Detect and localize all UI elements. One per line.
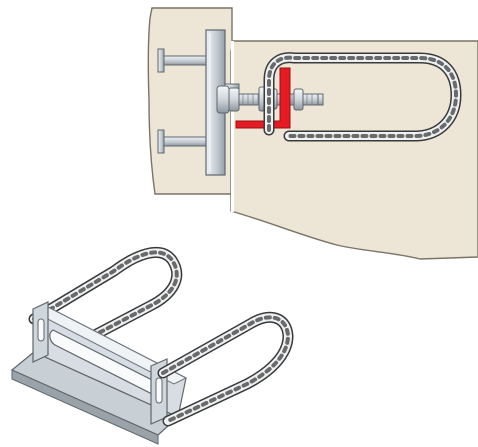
red-angle-bracket: [235, 67, 291, 129]
nut-1: [216, 85, 230, 114]
bottom-front-loop-strands: [161, 315, 290, 423]
top-rope-strands: [267, 55, 458, 138]
bottom-back-loop-strands: [32, 250, 179, 349]
right-end-plate-slot: [155, 377, 163, 404]
lower-anchor-shaft: [162, 136, 207, 147]
left-end-plate-slot: [37, 318, 45, 342]
wall-joint-gap: [231, 41, 234, 212]
nut-5: [293, 88, 304, 111]
bottom-rear-rope-loops: [28, 246, 183, 353]
left-end-plate: [32, 301, 49, 363]
upper-anchor-shaft: [162, 55, 207, 66]
bottom-section: [10, 246, 294, 445]
top-section: [147, 7, 478, 260]
top-rope-loop: [263, 52, 462, 142]
rod-end-cap: [317, 93, 324, 106]
nut-2: [228, 87, 240, 112]
upper-anchor-head: [157, 48, 165, 73]
angle-profile-bottom-face: [11, 369, 159, 445]
lower-anchor-head: [157, 129, 165, 154]
bottom-front-rope-loops: [157, 311, 294, 427]
